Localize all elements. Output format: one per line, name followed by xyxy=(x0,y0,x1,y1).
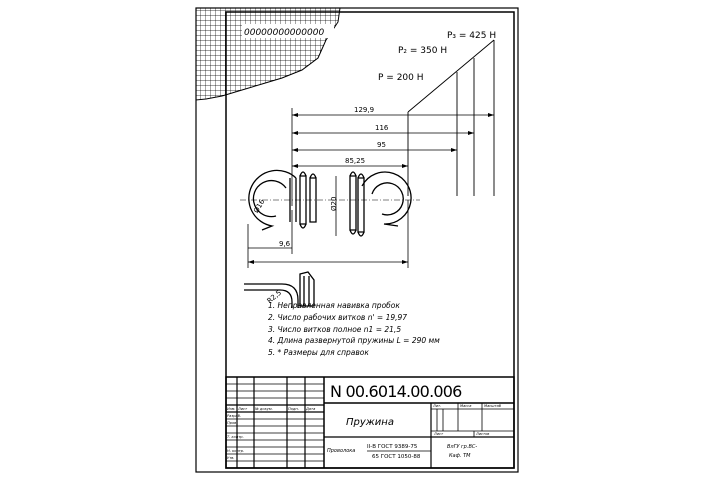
row-label-check: Пров. xyxy=(227,421,237,425)
col-label-list: Лист xyxy=(237,407,248,411)
row-label-tcontrol: Т. контр. xyxy=(227,435,244,439)
note-2: 2. Число рабочих витков n' = 19,97 xyxy=(268,312,408,322)
small-label-sheet: Лист xyxy=(433,432,444,436)
dim-d20: Ø20 xyxy=(330,197,338,211)
dim-85: 85,25 xyxy=(345,157,365,165)
row-label-ncontrol: Н. контр. xyxy=(227,449,244,453)
dim-129: 129,9 xyxy=(354,106,374,114)
col-label-doc: № докум. xyxy=(254,407,273,411)
note-5: 5. * Размеры для справок xyxy=(268,348,369,358)
col-label-date: Дата xyxy=(305,407,315,411)
org-line2: Каф. ТМ xyxy=(449,453,471,459)
title-block xyxy=(225,376,515,469)
technical-notes: 1. Неправленная навивка пробок 2. Число … xyxy=(268,300,440,359)
col-label-izm: Изм. xyxy=(227,407,235,411)
material-line1: II-В ГОСТ 9389-75 xyxy=(367,444,418,450)
hook-detail xyxy=(244,271,315,308)
force-p1: P = 200 Н xyxy=(378,73,424,83)
row-label-approve: Утв. xyxy=(227,456,235,460)
small-label-sheets: Листов xyxy=(475,432,489,436)
outer-frame xyxy=(195,7,519,473)
note-1: 1. Неправленная навивка пробок xyxy=(268,301,400,310)
grid-corner xyxy=(195,7,341,101)
col-label-sign: Подп. xyxy=(288,407,299,411)
dimension-arrows xyxy=(248,113,494,264)
small-label-lit: Лит. xyxy=(432,404,441,408)
spring-drawing xyxy=(248,169,412,237)
org-line1: ВлГУ гр.ВС- xyxy=(447,444,477,450)
stamp-top: 00000000000000 xyxy=(244,28,324,38)
force-diagram xyxy=(407,39,495,196)
doc-number: N 00.6014.00.006 xyxy=(330,382,462,401)
title-block-labels: Изм. Лист № докум. Подп. Дата Разраб. Пр… xyxy=(227,404,502,460)
dim-9-6: 9,6 xyxy=(279,240,291,248)
small-label-scale: Масштаб xyxy=(484,404,502,408)
dim-95: 95 xyxy=(377,141,386,149)
force-p2: P₂ = 350 Н xyxy=(398,46,447,56)
force-p3: P₃ = 425 Н xyxy=(447,31,496,41)
row-label-dev: Разраб. xyxy=(227,414,241,418)
small-label-mass: Масса xyxy=(460,404,471,408)
dim-116: 116 xyxy=(375,124,389,132)
material-line2: 65 ГОСТ 1050-88 xyxy=(372,454,421,460)
note-3: 3. Число витков полное n1 = 21,5 xyxy=(268,324,402,334)
part-name: Пружина xyxy=(346,417,394,428)
note-4: 4. Длина развернутой пружины L = 290 мм xyxy=(268,336,440,346)
material-label: Проволока xyxy=(327,448,355,454)
